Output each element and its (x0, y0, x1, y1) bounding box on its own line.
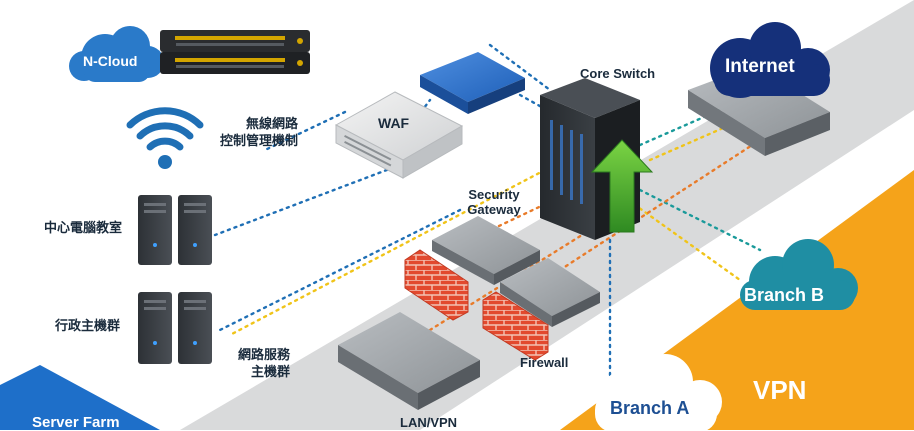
network-service-hosts-label: 網路服務 主機群 (214, 347, 290, 381)
branch-a-cloud-icon (595, 354, 722, 430)
firewall-brick-wall-icon (404, 249, 549, 361)
security-gateway-switch (432, 216, 540, 285)
wifi-icon (126, 107, 204, 169)
security-gateway-label: Security Gateway (467, 187, 521, 217)
network-service-line2: 主機群 (250, 365, 290, 380)
core-switch-upward-arrow-icon (590, 139, 654, 233)
link-core-nethosts (228, 168, 547, 337)
firewall-switch (500, 258, 600, 327)
waf-label: WAF (378, 115, 410, 131)
link-core-internet-2 (648, 123, 732, 162)
data-center-servers-icon (138, 195, 212, 265)
blue-network-appliance (420, 52, 525, 114)
link-cloud-core (488, 43, 552, 92)
server-farm-label: Server Farm (32, 414, 120, 431)
n-cloud-icon (69, 26, 164, 82)
branch-b-cloud-icon (740, 239, 858, 310)
firewall-label: Firewall (520, 355, 569, 370)
server-farm-zone (0, 365, 160, 430)
core-switch-label: Core Switch (580, 66, 656, 81)
branch-a-label: Branch A (610, 398, 690, 418)
n-cloud-label: N-Cloud (83, 53, 138, 69)
vpn-label: VPN (753, 375, 807, 405)
link-sw2-core (558, 138, 762, 272)
lan-vpn-label: LAN/VPN (400, 415, 458, 430)
wireless-control-line1: 無線網路 (245, 117, 298, 132)
network-service-line1: 網路服務 (237, 348, 290, 363)
admin-hosts-servers-icon (138, 292, 212, 364)
internet-cloud-icon (710, 22, 830, 98)
internet-label: Internet (725, 56, 795, 77)
link-sg-admin (218, 208, 462, 332)
wireless-control-label: 無線網路 控制管理機制 (196, 116, 298, 150)
data-center-label: 中心電腦教室 (43, 221, 122, 236)
lan-vpn-switch (338, 312, 480, 410)
n-cloud-appliance (160, 30, 310, 74)
core-switch-rack (540, 78, 654, 240)
branch-b-label: Branch B (744, 285, 825, 305)
link-wireless (263, 110, 347, 152)
wireless-control-line2: 控制管理機制 (219, 134, 298, 149)
link-core-branchb (638, 188, 762, 252)
link-waf-datacenter (213, 163, 402, 237)
waf-appliance (334, 91, 464, 179)
admin-hosts-label: 行政主機群 (54, 319, 120, 334)
